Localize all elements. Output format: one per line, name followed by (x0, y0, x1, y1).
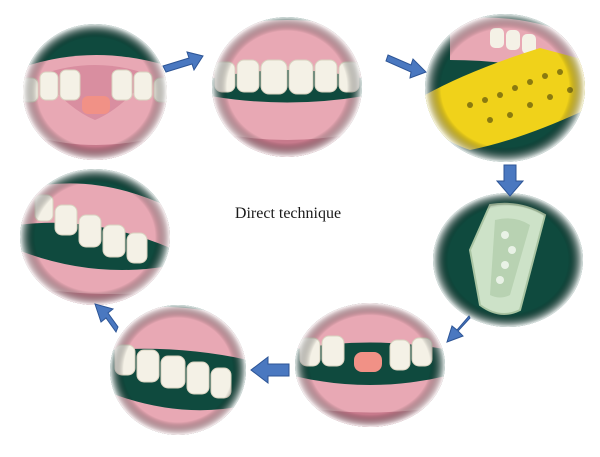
arrow-6-to-7 (94, 303, 119, 334)
arrow-2-to-3 (385, 54, 427, 79)
arrow-4-to-5 (446, 315, 471, 343)
arrow-3-to-4 (495, 164, 525, 197)
arrow-5-to-6 (250, 355, 290, 385)
diagram-title: Direct technique (234, 205, 342, 222)
arrow-1-to-2 (162, 51, 204, 73)
